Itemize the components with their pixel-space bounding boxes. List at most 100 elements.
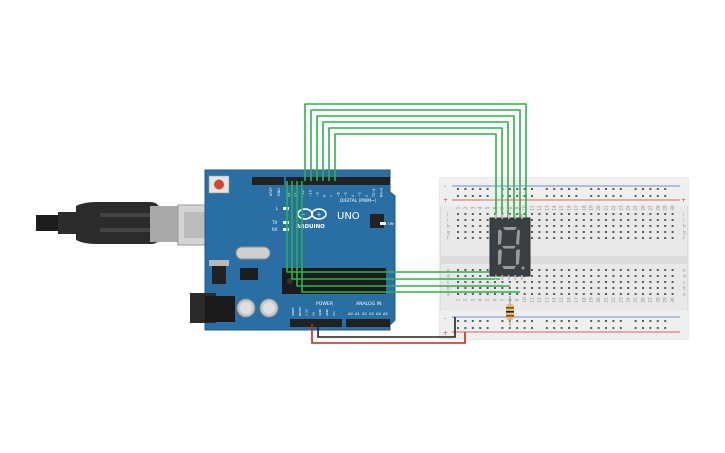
rail-hole[interactable]	[605, 195, 607, 197]
usb-cable[interactable]	[36, 202, 219, 246]
breadboard-hole[interactable]	[590, 281, 593, 283]
rail-hole[interactable]	[516, 320, 519, 322]
breadboard-hole[interactable]	[464, 287, 467, 289]
breadboard-hole[interactable]	[560, 219, 563, 221]
breadboard-hole[interactable]	[575, 225, 578, 227]
breadboard-hole[interactable]	[516, 287, 519, 289]
arduino-uno-board[interactable]: − + ARDUINO UNO DIGITAL (PWM~) POWER ANA…	[190, 169, 396, 331]
rail-hole[interactable]	[656, 195, 659, 197]
breadboard-hole[interactable]	[516, 293, 519, 295]
rail-hole[interactable]	[664, 327, 667, 329]
rail-hole[interactable]	[486, 195, 489, 197]
breadboard-hole[interactable]	[560, 269, 563, 271]
breadboard-hole[interactable]	[627, 287, 630, 289]
signal-wires-bottom[interactable]	[286, 181, 520, 293]
breadboard-hole[interactable]	[575, 281, 578, 283]
breadboard-hole[interactable]	[523, 213, 526, 215]
rail-hole[interactable]	[545, 195, 548, 197]
breadboard-hole[interactable]	[605, 225, 607, 227]
breadboard-hole[interactable]	[471, 275, 474, 277]
breadboard-hole[interactable]	[560, 237, 563, 239]
breadboard-hole[interactable]	[479, 287, 482, 289]
rail-hole[interactable]	[605, 320, 607, 322]
rail-hole[interactable]	[508, 195, 511, 197]
rail-hole[interactable]	[471, 188, 474, 190]
breadboard-hole[interactable]	[486, 231, 489, 233]
rail-hole[interactable]	[486, 320, 489, 322]
breadboard-hole[interactable]	[464, 275, 467, 277]
breadboard-hole[interactable]	[479, 231, 482, 233]
breadboard-hole[interactable]	[575, 287, 578, 289]
breadboard-hole[interactable]	[457, 287, 459, 289]
breadboard-hole[interactable]	[649, 225, 652, 227]
rail-hole[interactable]	[568, 327, 570, 329]
breadboard-hole[interactable]	[457, 231, 459, 233]
rail-hole[interactable]	[464, 188, 467, 190]
breadboard-hole[interactable]	[619, 231, 622, 233]
rail-hole[interactable]	[531, 195, 533, 197]
rail-hole[interactable]	[656, 320, 659, 322]
breadboard-hole[interactable]	[538, 225, 541, 227]
breadboard-hole[interactable]	[538, 275, 541, 277]
breadboard-hole[interactable]	[545, 219, 548, 221]
breadboard-hole[interactable]	[486, 281, 489, 283]
breadboard-hole[interactable]	[457, 225, 459, 227]
breadboard-hole[interactable]	[568, 269, 570, 271]
breadboard-hole[interactable]	[479, 213, 482, 215]
breadboard-hole[interactable]	[568, 213, 570, 215]
rail-hole[interactable]	[501, 320, 504, 322]
breadboard-hole[interactable]	[627, 293, 630, 295]
breadboard-hole[interactable]	[664, 213, 667, 215]
breadboard-hole[interactable]	[486, 287, 489, 289]
breadboard-hole[interactable]	[457, 293, 459, 295]
breadboard-hole[interactable]	[479, 275, 482, 277]
breadboard-hole[interactable]	[597, 231, 600, 233]
breadboard-hole[interactable]	[656, 275, 659, 277]
breadboard-hole[interactable]	[568, 225, 570, 227]
rail-hole[interactable]	[597, 327, 600, 329]
breadboard-hole[interactable]	[605, 213, 607, 215]
rail-hole[interactable]	[457, 327, 459, 329]
breadboard-hole[interactable]	[627, 269, 630, 271]
rail-hole[interactable]	[545, 188, 548, 190]
rail-hole[interactable]	[642, 195, 644, 197]
breadboard-hole[interactable]	[619, 269, 622, 271]
rail-hole[interactable]	[545, 320, 548, 322]
breadboard-hole[interactable]	[545, 287, 548, 289]
breadboard-hole[interactable]	[642, 213, 644, 215]
breadboard-hole[interactable]	[560, 281, 563, 283]
breadboard-hole[interactable]	[479, 281, 482, 283]
breadboard-hole[interactable]	[553, 231, 556, 233]
rail-hole[interactable]	[612, 320, 615, 322]
breadboard-hole[interactable]	[612, 237, 615, 239]
breadboard-hole[interactable]	[486, 213, 489, 215]
breadboard-hole[interactable]	[605, 287, 607, 289]
breadboard-hole[interactable]	[597, 225, 600, 227]
breadboard-hole[interactable]	[656, 225, 659, 227]
breadboard-hole[interactable]	[649, 231, 652, 233]
breadboard-hole[interactable]	[671, 275, 674, 277]
rail-hole[interactable]	[634, 195, 637, 197]
rail-hole[interactable]	[523, 320, 526, 322]
rail-hole[interactable]	[597, 188, 600, 190]
breadboard-hole[interactable]	[479, 219, 482, 221]
breadboard-hole[interactable]	[642, 225, 644, 227]
breadboard-hole[interactable]	[634, 237, 637, 239]
rail-hole[interactable]	[642, 188, 644, 190]
breadboard-hole[interactable]	[597, 293, 600, 295]
rail-hole[interactable]	[457, 195, 459, 197]
breadboard-hole[interactable]	[619, 281, 622, 283]
breadboard-hole[interactable]	[582, 237, 585, 239]
breadboard-holes[interactable]	[457, 188, 674, 329]
breadboard-hole[interactable]	[457, 269, 459, 271]
breadboard-hole[interactable]	[590, 237, 593, 239]
breadboard-hole[interactable]	[634, 281, 637, 283]
breadboard-hole[interactable]	[568, 293, 570, 295]
rail-hole[interactable]	[486, 188, 489, 190]
breadboard-hole[interactable]	[634, 287, 637, 289]
breadboard-hole[interactable]	[538, 213, 541, 215]
rail-hole[interactable]	[590, 320, 593, 322]
rail-hole[interactable]	[656, 188, 659, 190]
breadboard-hole[interactable]	[568, 231, 570, 233]
breadboard-hole[interactable]	[605, 231, 607, 233]
